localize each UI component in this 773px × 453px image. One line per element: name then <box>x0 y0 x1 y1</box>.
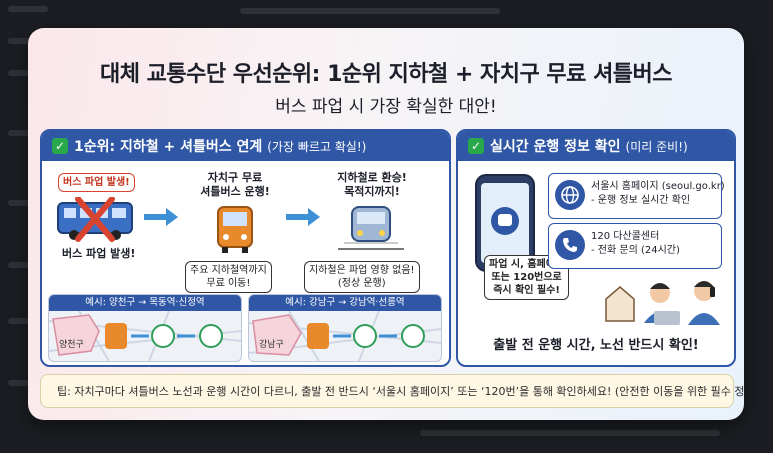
globe-icon <box>555 180 585 210</box>
info-row-text: 서울시 홈페이지 (seoul.go.kr) - 운행 정보 실시간 확인 <box>591 180 725 208</box>
shuttle-bubble-text: 주요 지하철역까지 무료 이동! <box>190 265 267 289</box>
map-graphic <box>49 311 241 361</box>
info-row-title: 서울시 홈페이지 (seoul.go.kr) <box>591 181 725 192</box>
subway-train-icon <box>338 206 404 250</box>
panel-heading: ✓ 실시간 운행 정보 확인 (미리 준비!) <box>458 131 734 161</box>
phone-icon <box>555 230 585 260</box>
info-row-detail: - 운행 정보 실시간 확인 <box>591 195 691 206</box>
infographic-card: 대체 교통수단 우선순위: 1순위 지하철 + 자치구 무료 셔틀버스 버스 파… <box>28 28 744 420</box>
info-row-website: 서울시 홈페이지 (seoul.go.kr) - 운행 정보 실시간 확인 <box>548 173 725 219</box>
phone-bubble-text: 파업 시, 홈페이지 또는 120번으로 즉시 확인 필수! <box>489 259 565 296</box>
stage1-label: 버스 파업 발생! <box>62 247 136 260</box>
panel-heading-sub: (미리 준비!) <box>625 139 688 154</box>
page-title: 대체 교통수단 우선순위: 1순위 지하철 + 자치구 무료 셔틀버스 <box>99 62 673 87</box>
tip-text: 팁: 자치구마다 셔틀버스 노선과 운행 시간이 다르니, 출발 전 반드시 ‘… <box>57 385 744 398</box>
realtime-info-panel: ✓ 실시간 운행 정보 확인 (미리 준비!) 파업 시, 홈페이지 또는 12… <box>456 129 736 367</box>
smartphone-icon <box>475 174 535 272</box>
subway-shuttle-panel: ✓ 1순위: 지하철 + 셔틀버스 연계 (가장 빠르고 확실!) 버스 파업 … <box>40 129 451 367</box>
tip-banner: 팁: 자치구마다 셔틀버스 노선과 운행 시간이 다르니, 출발 전 반드시 ‘… <box>40 374 744 408</box>
stage3-label: 지하철로 환승! 목적지까지! <box>322 171 422 199</box>
arrow-right-icon <box>286 208 320 226</box>
stage3-label-text: 지하철로 환승! 목적지까지! <box>337 171 407 198</box>
bus-strike-icon <box>57 197 133 242</box>
strike-bubble: 버스 파업 발생! <box>58 173 135 192</box>
page-subtitle: 버스 파업 시 가장 확실한 대안! <box>275 97 497 117</box>
panel-heading: ✓ 1순위: 지하철 + 셔틀버스 연계 (가장 빠르고 확실!) <box>42 131 449 161</box>
panel-heading-sub: (가장 빠르고 확실!) <box>267 139 367 154</box>
panel-heading-text: 실시간 운행 정보 확인 <box>490 139 621 155</box>
example-card-gangnam: 예시: 강남구 → 강남역·선릉역 강남구 <box>248 294 442 362</box>
subway-bubble-text: 지하철은 파업 영향 없음! (정상 운행) <box>309 265 415 289</box>
info-row-callcenter: 120 다산콜센터 - 전화 문의 (24시간) <box>548 223 722 269</box>
stage2-label-text: 자치구 무료 셔틀버스 운행! <box>200 171 270 198</box>
shuttle-bubble: 주요 지하철역까지 무료 이동! <box>185 261 272 293</box>
map-graphic <box>249 311 441 361</box>
district-label: 강남구 <box>259 340 284 350</box>
confirm-note: 출발 전 운행 시간, 노선 반드시 확인! <box>493 338 699 353</box>
people-illustration <box>605 281 720 325</box>
info-row-detail: - 전화 문의 (24시간) <box>591 245 680 256</box>
check-icon: ✓ <box>468 138 484 154</box>
example-heading: 예시: 양천구 → 목동역·신정역 <box>49 295 241 311</box>
arrow-right-icon <box>144 208 178 226</box>
check-icon: ✓ <box>52 138 68 154</box>
district-label: 양천구 <box>59 340 84 350</box>
panel-heading-text: 1순위: 지하철 + 셔틀버스 연계 <box>74 139 263 155</box>
stage2-label: 자치구 무료 셔틀버스 운행! <box>190 171 280 199</box>
example-heading: 예시: 강남구 → 강남역·선릉역 <box>249 295 441 311</box>
subway-bubble: 지하철은 파업 영향 없음! (정상 운행) <box>304 261 420 293</box>
info-row-text: 120 다산콜센터 - 전화 문의 (24시간) <box>591 230 680 258</box>
shuttle-bus-icon <box>217 206 253 253</box>
example-card-yangcheon: 예시: 양천구 → 목동역·신정역 양천구 <box>48 294 242 362</box>
info-row-title: 120 다산콜센터 <box>591 231 660 242</box>
